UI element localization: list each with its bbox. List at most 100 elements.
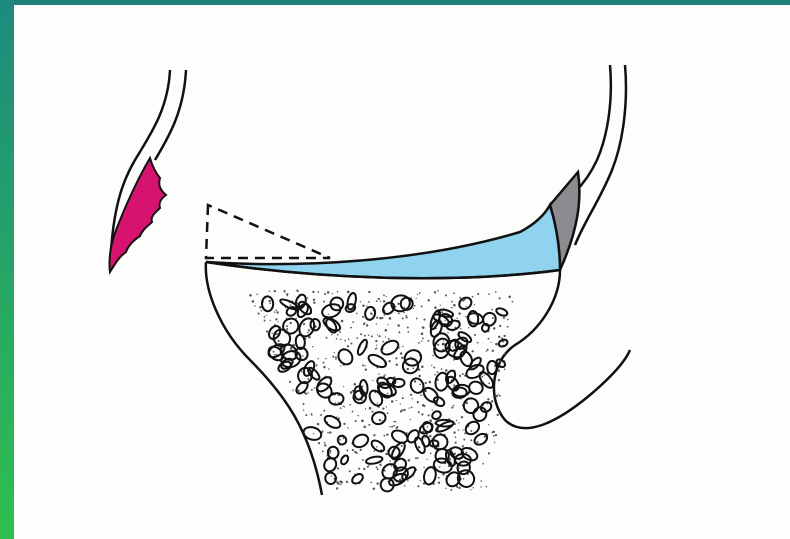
stipple-dot <box>347 345 349 347</box>
trabecular-loop <box>296 302 310 319</box>
stipple-dot <box>314 387 316 389</box>
stipple-dot <box>331 475 332 476</box>
stipple-dot <box>410 419 411 420</box>
trabecular-loop <box>329 393 344 406</box>
stipple-dot <box>374 450 376 452</box>
stipple-dot <box>302 355 303 356</box>
stipple-dot <box>363 365 364 366</box>
stipple-dot <box>368 301 370 303</box>
stipple-dot <box>317 358 319 360</box>
stipple-dot <box>418 446 420 448</box>
stipple-dot <box>498 370 500 372</box>
stipple-dot <box>387 324 388 325</box>
stipple-dot <box>414 380 416 382</box>
trabecular-loop <box>481 323 490 333</box>
stipple-dot <box>350 327 352 329</box>
stipple-dot <box>399 347 400 348</box>
stipple-dot <box>422 326 424 328</box>
stipple-dot <box>468 327 469 328</box>
stipple-dot <box>426 459 427 460</box>
stipple-dot <box>493 395 495 397</box>
stipple-dot <box>490 342 491 343</box>
stipple-dot <box>323 366 325 368</box>
stipple-dot <box>419 292 421 294</box>
stipple-dot <box>305 414 307 416</box>
stipple-dot <box>404 485 406 487</box>
stipple-dot <box>429 435 431 437</box>
stipple-dot <box>417 401 419 403</box>
trabecular-loop <box>280 316 301 337</box>
stipple-dot <box>386 433 388 435</box>
stipple-dot <box>427 299 429 301</box>
stipple-dot <box>491 309 493 311</box>
stipple-dot <box>352 411 354 413</box>
stipple-dot <box>470 489 471 490</box>
stipple-dot <box>493 435 495 437</box>
stipple-dot <box>266 315 267 316</box>
stipple-dot <box>437 290 439 292</box>
stipple-dot <box>395 421 397 423</box>
stipple-dot <box>352 449 354 451</box>
stipple-dot <box>453 431 455 433</box>
stipple-dot <box>486 351 487 352</box>
stipple-dot <box>346 481 348 483</box>
stipple-dot <box>503 335 505 337</box>
stipple-dot <box>266 330 268 332</box>
stipple-dot <box>356 452 357 453</box>
stipple-dot <box>379 335 381 337</box>
stipple-dot <box>491 400 493 402</box>
stipple-dot <box>375 340 377 342</box>
stipple-dot <box>363 468 365 470</box>
trabecular-loop <box>421 435 430 447</box>
stipple-dot <box>499 297 501 299</box>
stipple-dot <box>423 466 425 468</box>
stipple-dot <box>487 349 489 351</box>
stipple-dot <box>365 365 366 366</box>
right-capsule-line-outer <box>575 65 626 245</box>
stipple-dot <box>407 480 408 481</box>
stipple-dot <box>335 357 337 359</box>
trabecular-loop <box>379 338 401 357</box>
trabecular-loop <box>351 432 370 449</box>
stipple-dot <box>305 393 307 395</box>
stipple-dot <box>427 426 429 428</box>
stipple-dot <box>474 304 475 305</box>
stipple-dot <box>458 429 459 430</box>
trabecular-loop <box>367 388 385 407</box>
stipple-dot <box>459 297 461 299</box>
trabecular-loop <box>479 400 493 414</box>
stipple-dot <box>307 392 309 394</box>
stipple-dot <box>307 297 308 298</box>
stipple-dot <box>462 445 464 447</box>
stipple-dot <box>384 435 386 437</box>
stipple-dot <box>379 317 381 319</box>
stipple-dot <box>376 446 377 447</box>
trabecular-loop <box>336 434 348 446</box>
stipple-dot <box>382 407 384 409</box>
stipple-dot <box>383 300 385 302</box>
stipple-dot <box>371 335 373 337</box>
stipple-dot <box>477 294 478 295</box>
stipple-dot <box>256 294 258 296</box>
stipple-dot <box>399 325 400 326</box>
stipple-dot <box>388 338 390 340</box>
stipple-dot <box>498 336 500 338</box>
stipple-dot <box>389 426 390 427</box>
stipple-dot <box>274 354 275 355</box>
stipple-dot <box>332 356 334 358</box>
stipple-dot <box>400 403 401 404</box>
stipple-dot <box>352 321 354 323</box>
stipple-dot <box>413 308 414 309</box>
stipple-dot <box>366 305 367 306</box>
cancellous-bone-trabeculae <box>262 292 509 493</box>
stipple-dot <box>402 397 404 399</box>
stipple-dot <box>317 423 319 425</box>
stipple-dot <box>335 359 336 360</box>
stipple-dot <box>326 337 328 339</box>
stipple-dot <box>252 300 255 303</box>
stipple-dot <box>376 482 378 484</box>
stipple-dot <box>269 291 270 292</box>
stipple-dot <box>264 320 266 322</box>
stipple-dot <box>274 290 276 292</box>
